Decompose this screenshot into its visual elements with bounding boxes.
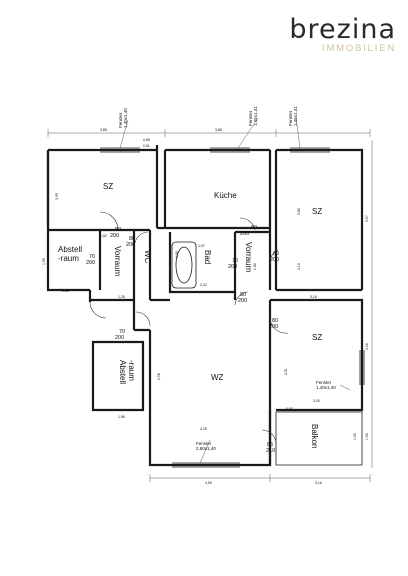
window-label-1: Fenster1,40x1,40 [118, 108, 128, 128]
dim-top-3: 0,86 [143, 138, 150, 142]
dim-h6: 1,90 [353, 433, 357, 440]
room-vorraum-2: Vorraum [244, 242, 253, 273]
room-sz-3: SZ [312, 333, 322, 342]
dim-bottom-1: 4,59 [205, 481, 212, 485]
dim-mid-8: 3,00 [313, 399, 320, 403]
room-abstell-1: Abstell-raum [58, 245, 82, 263]
dim-mid-7: 1,52 [100, 234, 107, 238]
dim-mid-15: 0,93 [286, 407, 293, 411]
dim-mid-5: 3,16 [310, 295, 317, 299]
top-dimension-line [47, 129, 371, 137]
brand-logo: brezina IMMOBILIEN [289, 14, 396, 54]
room-balkon: Balkon [310, 424, 319, 448]
dim-mid-4: 4,28 [200, 427, 207, 431]
dim-mid-1: 1,58 [62, 289, 69, 293]
dim-bottom-2: 3,16 [315, 481, 322, 485]
dim-right-3: 1,90 [365, 433, 369, 440]
bathtub [171, 241, 197, 289]
window-label-3: Fenster1,45x1,41 [288, 106, 298, 126]
dim-mid-11: 1,56 [118, 415, 125, 419]
brand-subtitle: IMMOBILIEN [322, 43, 396, 54]
room-sz-2: SZ [312, 207, 322, 216]
dim-mid-2: 1,97 [198, 244, 205, 248]
window-label-2: Fenster1,45x1,41 [248, 106, 258, 126]
brand-wordmark: brezina [289, 14, 396, 45]
room-sz-1: SZ [103, 182, 113, 191]
room-abstell-2: Abstell-raum [118, 360, 136, 384]
room-vorraum-1: Vorraum [113, 246, 122, 277]
dim-mid-6: 2,22 [200, 283, 207, 287]
dim-mid-12: 2,51 [284, 368, 288, 375]
dim-right-2: 4,00 [365, 343, 369, 350]
dim-top-1: 3,85 [100, 128, 107, 132]
room-wc: WC [143, 250, 152, 264]
dim-top-4: 0,81 [143, 144, 150, 148]
dim-h5: 3,10 [297, 263, 301, 270]
dim-mid-10: 1,66 [175, 251, 179, 258]
dim-top-2: 3,88 [215, 128, 222, 132]
dim-mid-9: 1,25 [118, 295, 125, 299]
room-kueche: Küche [214, 191, 237, 200]
dim-h3: 3,80 [297, 208, 301, 215]
room-bad: Bad [203, 250, 212, 264]
dim-mid-13: 2,98 [157, 373, 161, 380]
dim-mid-14: 1,95 [42, 258, 46, 265]
dim-h1: 3,99 [55, 193, 59, 200]
room-wz: WZ [211, 373, 224, 382]
door-swings [89, 211, 289, 446]
dim-mid-3: 1,82 [253, 263, 257, 270]
dim-right-1: 3,57 [365, 215, 369, 222]
walls [46, 145, 364, 467]
bathtub-basin [175, 246, 193, 284]
